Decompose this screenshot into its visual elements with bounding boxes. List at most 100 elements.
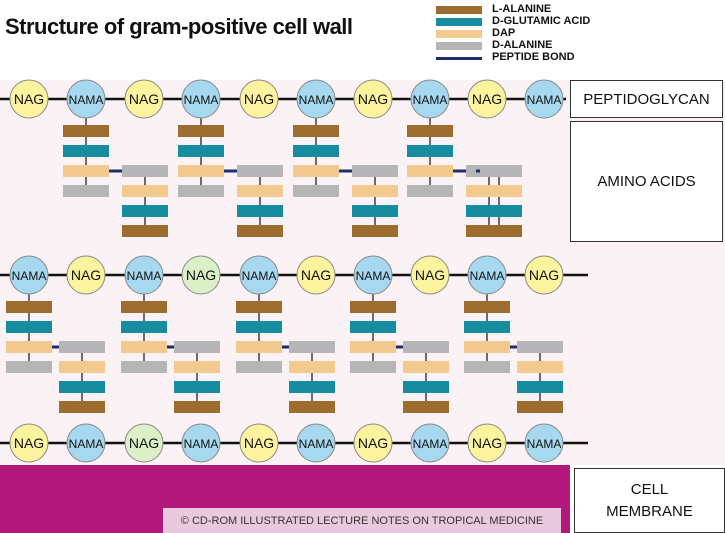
amino-acid-block	[174, 361, 220, 373]
amino-acid-block	[476, 225, 522, 237]
sugar-label: NAG	[129, 91, 159, 107]
amino-acid-block	[59, 341, 105, 353]
amino-acid-block	[63, 125, 109, 137]
nama-sugar	[239, 255, 279, 295]
amino-acid-block	[236, 361, 282, 373]
amino-acid-block	[517, 381, 563, 393]
nama-sugar	[181, 423, 221, 463]
sugar-label: NAMA	[527, 93, 562, 107]
amino-acid-block	[121, 321, 167, 333]
nama-sugar	[410, 79, 450, 119]
amino-acid-block	[293, 145, 339, 157]
sugar-label: NAMA	[184, 437, 219, 451]
amino-acid-block	[178, 185, 224, 197]
amino-acid-block	[236, 341, 282, 353]
legend-swatch	[436, 6, 482, 14]
sugar-label: NAG	[14, 91, 44, 107]
amino-acid-block	[59, 381, 105, 393]
sugar-label: NAMA	[184, 93, 219, 107]
amino-acid-block	[6, 341, 52, 353]
amino-acid-block	[174, 401, 220, 413]
amino-acid-block	[403, 341, 449, 353]
sugar-label: NAG	[244, 91, 274, 107]
nag-sugar	[524, 255, 564, 295]
amino-acid-block	[464, 341, 510, 353]
nag-sugar	[467, 79, 507, 119]
amino-acid-block	[289, 401, 335, 413]
copyright-notice: © CD-ROM ILLUSTRATED LECTURE NOTES ON TR…	[163, 508, 561, 533]
amino-acid-block	[63, 165, 109, 177]
nag-sugar	[239, 423, 279, 463]
nag-sugar	[124, 423, 164, 463]
sugar-label: NAG	[529, 267, 559, 283]
amino-acid-block	[289, 361, 335, 373]
amino-acid-block	[407, 165, 453, 177]
nama-sugar	[524, 79, 564, 119]
amino-acid-block	[237, 185, 283, 197]
amino-acid-block	[6, 321, 52, 333]
amino-acid-block	[237, 165, 283, 177]
amino-acid-block	[464, 301, 510, 313]
nama-sugar	[410, 423, 450, 463]
legend-label: L-ALANINE	[492, 3, 552, 15]
nag-sugar	[410, 255, 450, 295]
amino-acid-block	[6, 301, 52, 313]
nama-sugar	[296, 423, 336, 463]
amino-acid-block	[293, 185, 339, 197]
nama-sugar	[296, 79, 336, 119]
nama-sugar	[467, 255, 507, 295]
amino-acid-block	[476, 165, 522, 177]
amino-acid-block	[352, 185, 398, 197]
amino-acid-block	[464, 361, 510, 373]
legend-label: D-GLUTAMIC ACID	[492, 15, 591, 27]
amino-acid-block	[352, 225, 398, 237]
nama-sugar	[9, 255, 49, 295]
sugar-label: NAG	[358, 435, 388, 451]
amino-acid-block	[121, 301, 167, 313]
sugar-label: NAG	[186, 267, 216, 283]
legend-swatch	[436, 18, 482, 26]
legend-label: PEPTIDE BOND	[492, 51, 575, 63]
amino-acid-block	[407, 145, 453, 157]
sugar-label: NAMA	[356, 269, 391, 283]
sugar-label: NAG	[301, 267, 331, 283]
sugar-label: NAMA	[470, 269, 505, 283]
sugar-label: NAMA	[413, 93, 448, 107]
amino-acid-block	[352, 205, 398, 217]
nag-sugar	[124, 79, 164, 119]
amino-acid-block	[59, 401, 105, 413]
amino-acid-block	[403, 401, 449, 413]
amino-acid-block	[476, 205, 522, 217]
nag-sugar	[9, 423, 49, 463]
amino-acid-block	[464, 321, 510, 333]
sugar-label: NAG	[14, 435, 44, 451]
nag-sugar	[296, 255, 336, 295]
amino-acid-block	[517, 341, 563, 353]
sugar-label: NAG	[129, 435, 159, 451]
sugar-label: NAG	[244, 435, 274, 451]
sugar-label: NAG	[472, 91, 502, 107]
sugar-label: NAMA	[242, 269, 277, 283]
nama-sugar	[66, 79, 106, 119]
peptidoglycan-label: PEPTIDOGLYCAN	[570, 80, 723, 118]
amino-acid-block	[350, 301, 396, 313]
nag-sugar	[66, 255, 106, 295]
amino-acid-block	[59, 361, 105, 373]
legend-label: D-ALANINE	[492, 39, 553, 51]
nag-sugar	[353, 79, 393, 119]
amino-acid-block	[407, 125, 453, 137]
amino-acid-block	[122, 225, 168, 237]
amino-acid-block	[289, 381, 335, 393]
sugar-label: NAMA	[299, 93, 334, 107]
sugar-label: NAG	[358, 91, 388, 107]
cell-membrane-label: CELL MEMBRANE	[574, 468, 725, 533]
amino-acid-block	[293, 125, 339, 137]
amino-acid-block	[122, 205, 168, 217]
nag-sugar	[239, 79, 279, 119]
amino-acid-block	[236, 321, 282, 333]
amino-acid-block	[63, 145, 109, 157]
sugar-label: NAMA	[299, 437, 334, 451]
amino-acid-block	[178, 165, 224, 177]
nama-sugar	[181, 79, 221, 119]
amino-acid-block	[236, 301, 282, 313]
